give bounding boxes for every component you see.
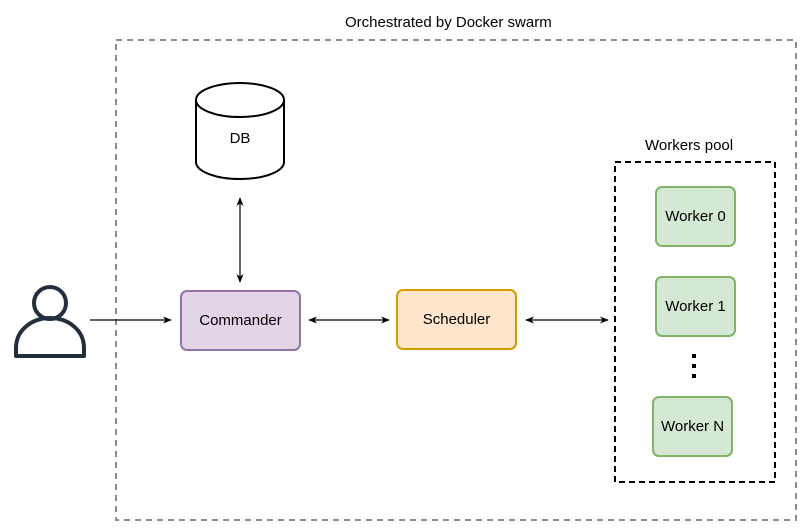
worker-label: Worker 0	[665, 208, 726, 225]
worker-node: Worker 0	[655, 186, 736, 247]
commander-node: Commander	[180, 290, 301, 351]
scheduler-label: Scheduler	[422, 311, 491, 328]
worker-node: Worker N	[652, 396, 733, 457]
scheduler-node: Scheduler	[396, 289, 517, 350]
more-workers-ellipsis-icon	[692, 354, 696, 378]
db-cylinder-icon	[195, 82, 285, 180]
workers-pool-label: Workers pool	[645, 137, 734, 154]
worker-label: Worker N	[660, 418, 725, 435]
worker-label: Worker 1	[665, 298, 726, 315]
swarm-boundary	[115, 39, 797, 521]
workers-pool-boundary	[614, 161, 776, 483]
db-label: DB	[229, 130, 251, 147]
worker-node: Worker 1	[655, 276, 736, 337]
commander-label: Commander	[199, 312, 282, 329]
swarm-label: Orchestrated by Docker swarm	[345, 14, 552, 31]
user-icon	[14, 285, 86, 358]
